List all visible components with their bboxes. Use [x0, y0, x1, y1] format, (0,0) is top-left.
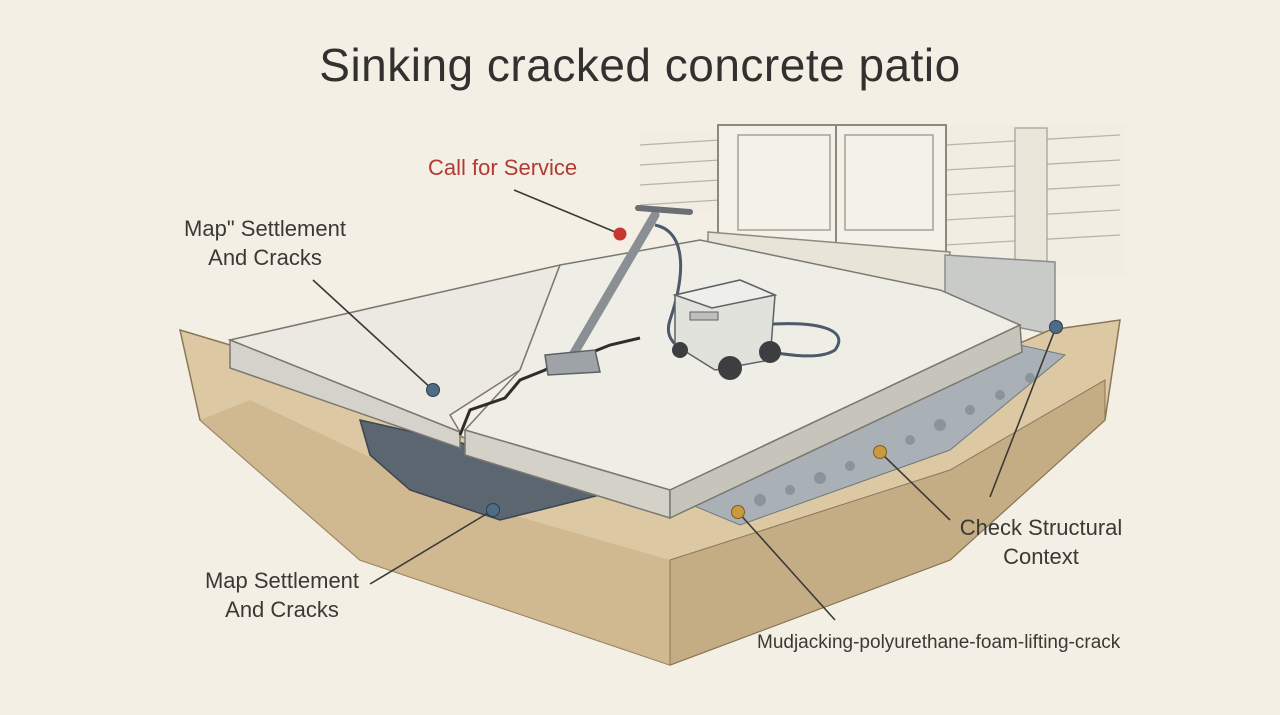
callout-map-bottom-line2: And Cracks — [225, 597, 339, 622]
callout-mudjacking-text: Mudjacking-polyurethane-foam-lifting-cra… — [757, 632, 1121, 653]
callout-check-structural: Check Structural Context — [950, 513, 1132, 571]
callout-mudjacking: Mudjacking-polyurethane-foam-lifting-cra… — [757, 628, 1120, 657]
callout-call-service: Call for Service — [428, 153, 577, 182]
marker-soil — [873, 445, 887, 459]
callout-map-top-line2: And Cracks — [208, 245, 322, 270]
callout-call-service-text: Call for Service — [428, 155, 578, 180]
callout-map-bottom-line1: Map Settlement — [204, 568, 360, 593]
sunken-slab-front — [229, 338, 461, 450]
house-siding-left — [639, 130, 721, 210]
slab-crack — [458, 336, 641, 436]
main-slab-side — [669, 323, 1023, 520]
callout-structural-line2: Context — [1003, 544, 1079, 569]
marker-call-service — [613, 227, 627, 241]
marker-mudjacking — [731, 505, 745, 519]
pump-unit — [672, 279, 841, 380]
callout-structural-line1: Check Structural — [959, 515, 1123, 540]
gravel-stones — [754, 373, 1035, 506]
house-siding-right — [944, 125, 1125, 275]
callout-map-top-line1: Map" Settlement — [184, 216, 346, 241]
callout-map-settlement-top: Map" Settlement And Cracks — [175, 214, 355, 272]
leader-lines — [312, 189, 1057, 621]
soil-darker-layer — [200, 400, 670, 665]
marker-map-top — [426, 383, 440, 397]
marker-map-bottom — [486, 503, 500, 517]
soil-face-right — [669, 379, 1106, 666]
page-title: Sinking cracked concrete patio — [319, 39, 961, 91]
callout-markers — [426, 227, 1063, 519]
marker-structural — [1049, 320, 1063, 334]
callout-map-settlement-bottom: Map Settlement And Cracks — [192, 566, 372, 624]
